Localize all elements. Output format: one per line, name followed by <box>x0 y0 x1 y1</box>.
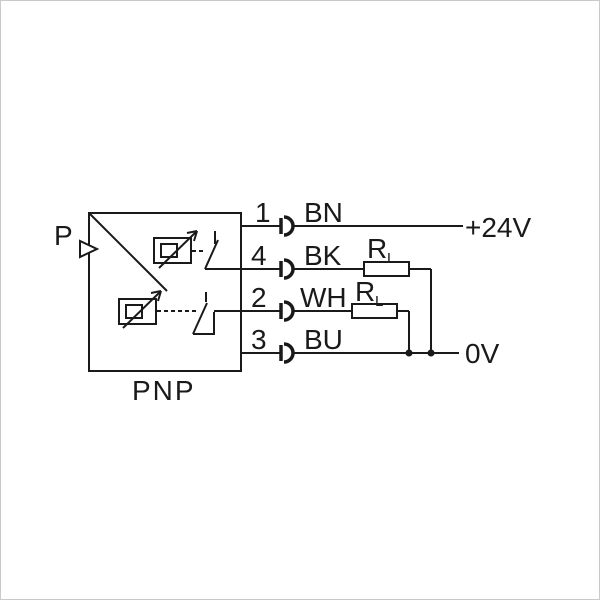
pressure-sensor-element-2 <box>118 290 196 329</box>
junction-dot-1 <box>405 349 413 357</box>
switch-1-blade <box>204 239 219 270</box>
sensor-2-arrowhead-a <box>150 290 162 294</box>
switch-2-output-link <box>193 312 215 335</box>
sensor-2-body <box>118 298 157 325</box>
load-resistor-1-subscript: L <box>387 250 395 267</box>
output-type-label: PNP <box>132 375 196 406</box>
supply-positive-label: +24V <box>465 212 531 243</box>
switch-contact-2 <box>192 292 215 335</box>
switch-contact-1 <box>204 231 219 270</box>
load-resistor-1-label: R <box>367 233 387 264</box>
pressure-sensor-element-1 <box>153 230 205 269</box>
load-resistor-2-label: R <box>355 276 375 307</box>
switch-2-blade <box>192 302 208 335</box>
port-label: P <box>54 220 73 251</box>
pin-3-number: 3 <box>251 324 267 355</box>
sensor-2-arrowhead-b <box>157 290 162 302</box>
load-resistor-2-subscript: L <box>375 293 383 310</box>
sensor-2-adjust-arrow <box>122 290 162 329</box>
pin-2-wire-color: WH <box>300 282 347 313</box>
device-outline <box>88 212 242 372</box>
pressure-port <box>79 239 100 259</box>
pin4-connector-socket-icon <box>283 258 295 280</box>
wire-pin4-bk <box>205 258 432 353</box>
pin3-connector-socket-icon <box>283 342 295 364</box>
supply-negative-label: 0V <box>465 338 500 369</box>
pin-1-number: 1 <box>255 197 271 228</box>
pin-2-number: 2 <box>251 282 267 313</box>
device-diagonal-divider <box>89 213 168 292</box>
device-box <box>88 212 242 372</box>
sensor-1-adjust-arrow <box>158 230 198 269</box>
junction-dot-2 <box>427 349 435 357</box>
pin-4-wire-color: BK <box>304 240 342 271</box>
wire-pin1-bn <box>241 215 463 237</box>
wire-pin2-wh <box>214 300 410 353</box>
pin1-connector-socket-icon <box>283 215 295 237</box>
wire-pin3-bu <box>241 342 459 364</box>
sensor-1-arrowhead-b <box>193 230 198 242</box>
pin-3-wire-color: BU <box>304 324 343 355</box>
load-resistor-1-body <box>363 261 410 277</box>
pressure-port-arrow-icon <box>79 239 100 259</box>
sensor-1-arrowhead-a <box>186 230 198 234</box>
pin2-connector-socket-icon <box>283 300 295 322</box>
load-resistor-2-body <box>351 303 398 319</box>
pin-1-wire-color: BN <box>304 197 343 228</box>
pin-4-number: 4 <box>251 240 267 271</box>
